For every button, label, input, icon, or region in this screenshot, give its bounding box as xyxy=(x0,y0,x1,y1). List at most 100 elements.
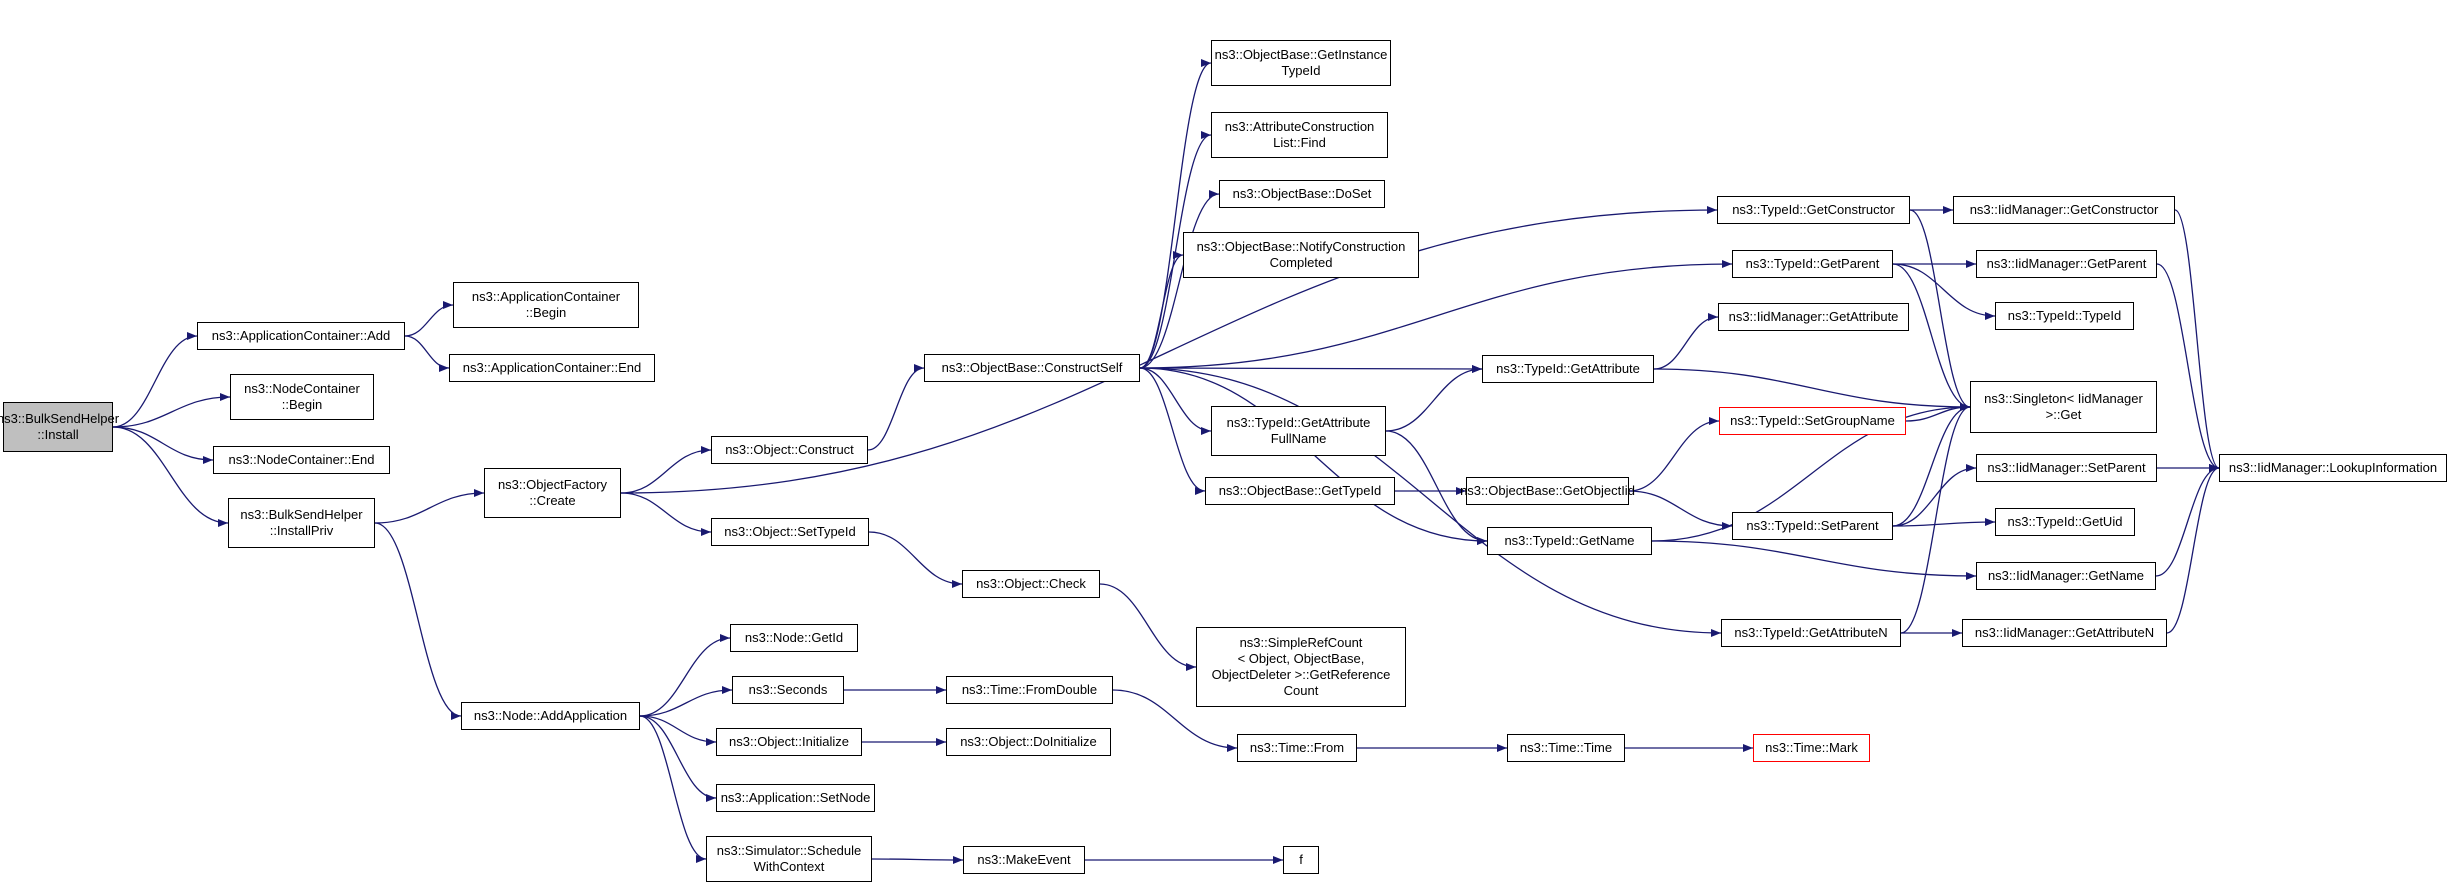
edge-n1-n3 xyxy=(112,393,231,428)
node-ns3-object-doinitialize[interactable]: ns3::Object::DoInitialize xyxy=(946,728,1111,756)
node-ns3-iidmanager-getname[interactable]: ns3::IidManager::GetName xyxy=(1976,562,2156,590)
node-ns3-objectbase-gettypeid[interactable]: ns3::ObjectBase::GetTypeId xyxy=(1205,477,1395,505)
node-ns3-objectfactory-create[interactable]: ns3::ObjectFactory::Create xyxy=(484,468,621,518)
node-ns3-typeid-getparent[interactable]: ns3::TypeId::GetParent xyxy=(1732,250,1893,278)
node-ns3-nodecontainer-end[interactable]: ns3::NodeContainer::End xyxy=(213,446,390,474)
edge-n26-n34 xyxy=(1892,518,1996,527)
edge-n1-n5 xyxy=(112,426,229,527)
node-label-line: ns3::TypeId::SetGroupName xyxy=(1730,413,1895,428)
node-ns3-iidmanager-getconstructor[interactable]: ns3::IidManager::GetConstructor xyxy=(1953,196,2175,224)
node-label-line: ns3::Simulator::Schedule xyxy=(716,843,862,858)
edge-n26-n33 xyxy=(1892,464,1977,527)
node-ns3-bulksendhelper-install[interactable]: ns3::BulkSendHelper::Install xyxy=(0,402,119,452)
node-ns3-object-settypeid[interactable]: ns3::Object::SetTypeId xyxy=(711,518,869,546)
node-label-line: ns3::Seconds xyxy=(748,682,828,697)
node-ns3-typeid-setparent[interactable]: ns3::TypeId::SetParent xyxy=(1732,512,1893,540)
edge-n5-n9 xyxy=(374,522,462,720)
node-ns3-bulksendhelper-installpriv[interactable]: ns3::BulkSendHelper::InstallPriv xyxy=(228,498,375,548)
node-ns3-object-construct[interactable]: ns3::Object::Construct xyxy=(711,436,868,464)
edge-n2-n6 xyxy=(404,301,454,337)
node-label-line: < Object, ObjectBase, xyxy=(1237,651,1365,666)
node-label-line: ns3::TypeId::GetName xyxy=(1504,533,1635,548)
node-label-line: ns3::IidManager::GetName xyxy=(1987,568,2145,583)
node-label-line: FullName xyxy=(1270,431,1327,446)
node-ns3-seconds[interactable]: ns3::Seconds xyxy=(732,676,844,704)
edge-n35-n37 xyxy=(2155,464,2220,577)
edge-n18-n23 xyxy=(1385,365,1483,432)
node-ns3-iidmanager-getattributen[interactable]: ns3::IidManager::GetAttributeN xyxy=(1962,619,2167,647)
node-label-line: ::Begin xyxy=(525,305,567,320)
node-ns3-object-initialize[interactable]: ns3::Object::Initialize xyxy=(716,728,862,756)
edge-n27-n32 xyxy=(1651,403,1971,542)
node-label-line: ns3::ObjectBase::NotifyConstruction xyxy=(1196,239,1406,254)
edge-n26-n32 xyxy=(1892,403,1971,527)
node-label-line: Count xyxy=(1283,683,1319,698)
node-ns3-time-fromdouble[interactable]: ns3::Time::FromDouble xyxy=(946,676,1113,704)
edge-n9-n44 xyxy=(639,715,717,802)
node-ns3-iidmanager-setparent[interactable]: ns3::IidManager::SetParent xyxy=(1976,454,2157,482)
node-ns3-objectbase-constructself[interactable]: ns3::ObjectBase::ConstructSelf xyxy=(924,354,1140,382)
node-ns3-typeid-setgroupname[interactable]: ns3::TypeId::SetGroupName xyxy=(1719,407,1906,435)
edge-n9-n39 xyxy=(639,634,731,717)
node-label-line: ::Begin xyxy=(281,397,323,412)
node-ns3-objectbase-getobjectiid[interactable]: ns3::ObjectBase::GetObjectIid xyxy=(1460,477,1635,505)
node-ns3-object-check[interactable]: ns3::Object::Check xyxy=(962,570,1100,598)
node-ns3-node-addapplication[interactable]: ns3::Node::AddApplication xyxy=(461,702,640,730)
node-ns3-applicationcontainer-begin[interactable]: ns3::ApplicationContainer::Begin xyxy=(453,282,639,328)
node-label-line: ns3::Time::Time xyxy=(1519,740,1613,755)
node-label-line: ns3::IidManager::GetAttribute xyxy=(1728,309,1899,324)
edge-n36-n37 xyxy=(2166,464,2220,634)
edge-n12-n19 xyxy=(1139,367,1206,495)
node-ns3-time-from[interactable]: ns3::Time::From xyxy=(1237,734,1357,762)
node-ns3-time-time[interactable]: ns3::Time::Time xyxy=(1507,734,1625,762)
node-label-line: ns3::ApplicationContainer xyxy=(471,289,621,304)
node-ns3-nodecontainer-begin[interactable]: ns3::NodeContainer::Begin xyxy=(230,374,374,420)
node-label-line: ns3::NodeContainer xyxy=(244,381,360,396)
node-ns3-applicationcontainer-end[interactable]: ns3::ApplicationContainer::End xyxy=(449,354,655,382)
node-ns3-applicationcontainer-add[interactable]: ns3::ApplicationContainer::Add xyxy=(197,322,405,350)
node-ns3-iidmanager-getparent[interactable]: ns3::IidManager::GetParent xyxy=(1976,250,2157,278)
node-ns3-typeid-getattributen[interactable]: ns3::TypeId::GetAttributeN xyxy=(1721,619,1901,647)
node-ns3-typeid-getconstructor[interactable]: ns3::TypeId::GetConstructor xyxy=(1717,196,1910,224)
node-ns3-makeevent[interactable]: ns3::MakeEvent xyxy=(963,846,1085,874)
edge-n21-n32 xyxy=(1892,263,1971,411)
node-label-line: ns3::MakeEvent xyxy=(977,852,1071,867)
node-ns3-typeid-typeid[interactable]: ns3::TypeId::TypeId xyxy=(1995,302,2134,330)
node-label-line: ns3::ApplicationContainer::Add xyxy=(211,328,391,343)
node-label-line: ns3::BulkSendHelper xyxy=(0,411,120,426)
node-label-line: ns3::Time::Mark xyxy=(1765,740,1858,755)
node-label-line: WithContext xyxy=(753,859,825,874)
node-ns3-iidmanager-getattribute[interactable]: ns3::IidManager::GetAttribute xyxy=(1718,303,1909,331)
edge-n25-n24 xyxy=(1628,417,1720,492)
node-label-line: ns3::ObjectFactory xyxy=(497,477,608,492)
edge-n12-n23 xyxy=(1139,364,1483,373)
node-label-line: ns3::Singleton< IidManager xyxy=(1984,391,2143,406)
node-f[interactable]: f xyxy=(1283,846,1319,874)
node-ns3-node-getid[interactable]: ns3::Node::GetId xyxy=(730,624,858,652)
node-ns3-objectbase-doset[interactable]: ns3::ObjectBase::DoSet xyxy=(1219,180,1385,208)
node-ns3-singleton-iidmanager-get[interactable]: ns3::Singleton< IidManager>::Get xyxy=(1970,381,2157,433)
node-ns3-simplerefcount-object-objectbase-objectdeleter-getreference-count[interactable]: ns3::SimpleRefCount< Object, ObjectBase,… xyxy=(1196,627,1406,707)
edge-n18-n27 xyxy=(1385,430,1488,545)
node-ns3-application-setnode[interactable]: ns3::Application::SetNode xyxy=(716,784,875,812)
node-label-line: ns3::Object::DoInitialize xyxy=(960,734,1097,749)
node-ns3-time-mark[interactable]: ns3::Time::Mark xyxy=(1753,734,1870,762)
edge-n9-n40 xyxy=(639,686,733,717)
node-ns3-typeid-getuid[interactable]: ns3::TypeId::GetUid xyxy=(1995,508,2135,536)
node-label-line: List::Find xyxy=(1273,135,1326,150)
edge-n5-n8 xyxy=(374,489,485,524)
node-label-line: ns3::IidManager::LookupInformation xyxy=(2228,460,2438,475)
node-label-line: ns3::IidManager::GetConstructor xyxy=(1969,202,2159,217)
node-ns3-iidmanager-lookupinformation[interactable]: ns3::IidManager::LookupInformation xyxy=(2219,454,2447,482)
node-ns3-typeid-getname[interactable]: ns3::TypeId::GetName xyxy=(1487,527,1652,555)
node-label-line: ns3::TypeId::GetAttribute xyxy=(1226,415,1371,430)
node-label-line: ns3::TypeId::GetAttributeN xyxy=(1734,625,1888,640)
node-label-line: ns3::TypeId::TypeId xyxy=(2007,308,2122,323)
node-ns3-typeid-getattribute[interactable]: ns3::TypeId::GetAttribute xyxy=(1482,355,1654,383)
